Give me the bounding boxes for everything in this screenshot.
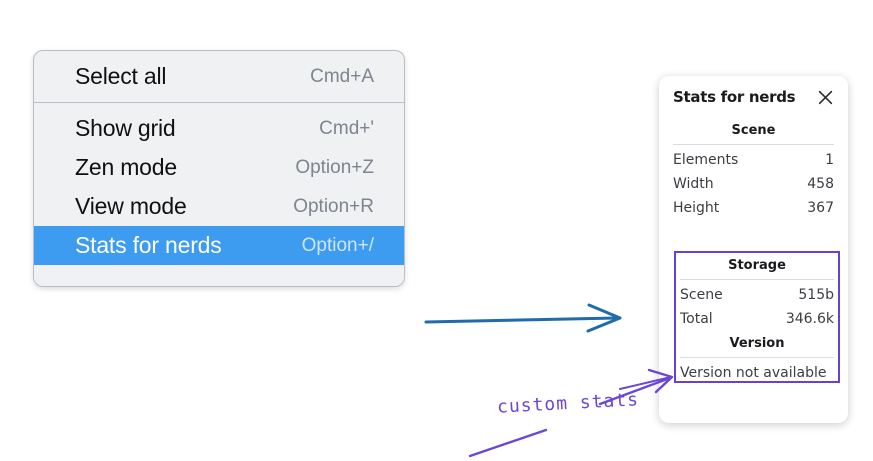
section-heading-storage: Storage: [728, 258, 786, 273]
menu-footer-spacer: [34, 265, 404, 286]
menu-item-show-grid[interactable]: Show grid Cmd+': [34, 109, 404, 148]
menu-item-select-all[interactable]: Select all Cmd+A: [34, 57, 404, 96]
menu-item-shortcut: Cmd+A: [310, 65, 374, 87]
close-icon[interactable]: [817, 89, 834, 106]
section-divider: [673, 144, 834, 145]
stat-key: Total: [680, 311, 713, 327]
annotation-custom-stats-label: custom stats: [496, 389, 640, 418]
context-menu[interactable]: Select all Cmd+A Show grid Cmd+' Zen mod…: [33, 50, 405, 287]
stats-section-storage: Storage Scene 515b Total 346.6k: [680, 253, 834, 331]
section-divider: [680, 357, 834, 358]
stat-value: 1: [825, 152, 834, 168]
menu-group-select: Select all Cmd+A: [34, 51, 404, 102]
menu-item-shortcut: Option+/: [301, 234, 374, 256]
stat-row-storage-scene: Scene 515b: [680, 283, 834, 307]
stats-panel-header: Stats for nerds: [673, 88, 834, 106]
menu-item-stats-for-nerds[interactable]: Stats for nerds Option+/: [34, 226, 404, 265]
stat-row-height: Height 367: [673, 196, 834, 220]
menu-item-label: Zen mode: [75, 154, 177, 180]
stat-key: Width: [673, 176, 714, 192]
stats-section-version: Version Version not available: [680, 331, 834, 381]
menu-item-shortcut: Cmd+': [319, 117, 374, 139]
menu-item-view-mode[interactable]: View mode Option+R: [34, 187, 404, 226]
version-value: Version not available: [680, 365, 827, 381]
section-divider: [680, 279, 834, 280]
menu-item-shortcut: Option+R: [293, 195, 374, 217]
menu-item-label: View mode: [75, 193, 187, 219]
stat-value: 346.6k: [785, 311, 834, 327]
stat-value: 367: [807, 200, 834, 216]
stats-panel-title: Stats for nerds: [673, 88, 796, 106]
stat-key: Elements: [673, 152, 739, 168]
menu-item-zen-mode[interactable]: Zen mode Option+Z: [34, 148, 404, 187]
purple-underline-stroke: [468, 428, 548, 458]
stat-row-width: Width 458: [673, 172, 834, 196]
menu-item-label: Stats for nerds: [75, 232, 222, 258]
menu-item-label: Show grid: [75, 115, 176, 141]
stat-key: Scene: [680, 287, 723, 303]
section-heading-scene: Scene: [731, 123, 776, 138]
menu-item-shortcut: Option+Z: [295, 156, 374, 178]
blue-arrow-to-panel: [424, 303, 622, 333]
menu-group-view: Show grid Cmd+' Zen mode Option+Z View m…: [34, 102, 404, 286]
custom-stats-highlight-box: Storage Scene 515b Total 346.6k Version …: [674, 251, 840, 383]
stats-for-nerds-panel: Stats for nerds Scene Elements 1 Width 4…: [659, 76, 848, 423]
section-heading-version: Version: [729, 336, 785, 351]
stat-row-elements: Elements 1: [673, 148, 834, 172]
stat-key: Height: [673, 200, 720, 216]
stat-row-storage-total: Total 346.6k: [680, 307, 834, 331]
stat-value: 515b: [798, 287, 834, 303]
stats-section-scene: Scene Elements 1 Width 458 Height 367: [673, 120, 834, 220]
stat-value: 458: [807, 176, 834, 192]
menu-item-label: Select all: [75, 63, 167, 89]
